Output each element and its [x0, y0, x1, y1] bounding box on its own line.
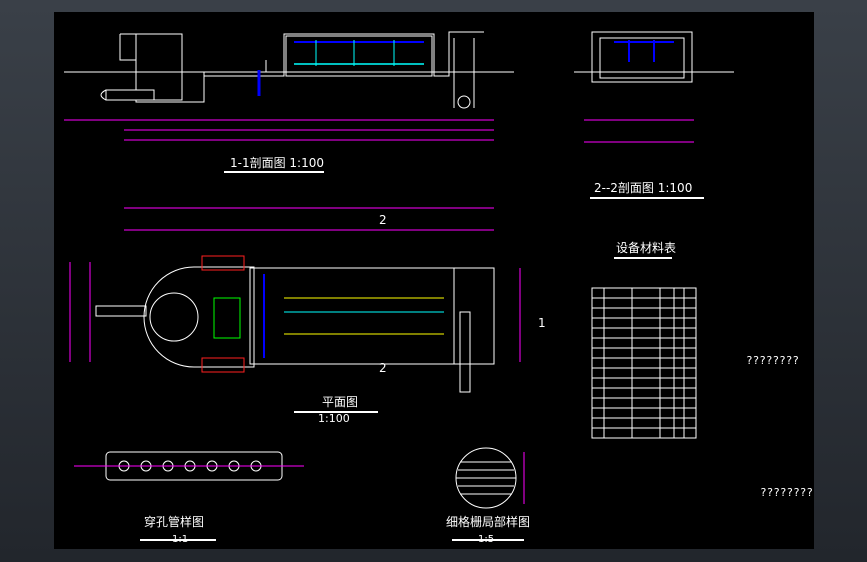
red-grille-top	[201, 255, 245, 271]
green-screen-unit	[213, 297, 241, 339]
tank-outline	[203, 31, 484, 77]
plan-scale: 1:100	[318, 412, 350, 425]
structure-top-left	[120, 33, 183, 52]
section-2-2-pipes	[614, 40, 674, 62]
equipment-table-grid	[591, 287, 697, 439]
inlet-chamber	[135, 33, 183, 101]
outlet-pipe-plan	[459, 311, 471, 393]
perforated-pipe-detail	[74, 451, 304, 541]
side-note-1: ????????	[746, 354, 799, 367]
equipment-table-title: 设备材料表	[616, 241, 676, 255]
section-2-2-inner	[599, 37, 685, 79]
drawing-canvas: 1-1剖面图 1:100 2--2剖面图 1:100	[64, 31, 734, 545]
side-note-2: ????????	[760, 486, 813, 499]
grit-chamber-curve	[143, 266, 255, 368]
section-2-2-title: 2--2剖面图 1:100	[594, 181, 692, 195]
section-1-1	[64, 31, 514, 173]
section-2-2-outline	[591, 31, 693, 83]
fine-screen-title: 细格栅局部样图	[446, 514, 530, 529]
section-1-1-pipes	[100, 40, 471, 109]
plan-cut-mark-top: 2	[379, 213, 387, 227]
perforated-pipe-scale: 1:1	[172, 534, 188, 545]
plan-title: 平面图	[322, 395, 358, 409]
outlet-pipe-end	[457, 95, 471, 109]
cad-drawing-sheet: 1-1剖面图 1:100 2--2剖面图 1:100	[54, 12, 814, 549]
red-grille-bottom	[201, 357, 245, 373]
plan-details	[95, 255, 471, 393]
aeration-tank-plan	[249, 267, 495, 365]
inlet-pipe-bend	[100, 89, 107, 101]
plan-view	[69, 207, 521, 413]
structure-outline-left	[119, 34, 267, 103]
inlet-pipe	[105, 89, 155, 101]
tank-body	[285, 35, 433, 77]
table-frame	[591, 287, 697, 439]
grit-chamber-circle	[149, 292, 199, 342]
fine-screen-scale: 1:5	[478, 534, 494, 545]
fine-screen-detail	[452, 447, 525, 541]
section-1-1-title: 1-1剖面图 1:100	[230, 156, 324, 170]
perforated-pipe-title: 穿孔管样图	[144, 514, 204, 529]
outlet-channel-plan	[453, 267, 495, 365]
plan-cut-mark-bottom: 2	[379, 361, 387, 375]
section-2-2	[574, 31, 734, 199]
inlet-pipe-plan	[95, 305, 147, 317]
plan-cut-mark-right: 1	[538, 316, 546, 330]
